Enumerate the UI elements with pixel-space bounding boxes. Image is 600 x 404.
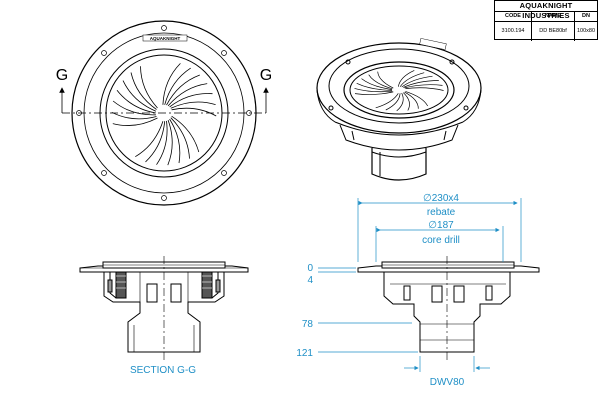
title-block: AQUAKNIGHT INDUSTRIES CODE NAME DN 3100.…	[494, 0, 598, 41]
grate-slot	[385, 93, 401, 111]
section-marker-left: G	[56, 67, 68, 84]
grate-slot	[404, 91, 419, 109]
rebate-dimension-label: rebate	[427, 207, 456, 218]
bolt-holes	[76, 25, 252, 201]
iso-grate-rim	[343, 61, 455, 119]
level-121-label: 121	[296, 348, 313, 359]
grate-slots	[111, 63, 217, 166]
grate-slot	[130, 72, 157, 110]
isometric-view	[316, 38, 482, 181]
core-dimension-label: core drill	[422, 235, 460, 246]
grate-slot	[356, 82, 393, 91]
grate-slot	[368, 74, 393, 90]
grate-slot	[122, 80, 157, 112]
iso-grate-slots	[354, 70, 444, 112]
grate-slot	[171, 107, 217, 117]
section-marker-right: G	[260, 67, 272, 84]
grate-slot	[403, 80, 439, 88]
grate-slot	[377, 71, 394, 89]
grate-slot	[375, 93, 399, 109]
grate-slot	[167, 119, 173, 166]
grate-slot	[166, 74, 200, 106]
plan-view	[71, 20, 257, 206]
title-block-value-row: 3100.194 DD BE80bf 100x80	[495, 22, 597, 41]
grate-slot	[112, 117, 158, 126]
grate-slot	[171, 115, 200, 153]
grate-brand-text: AQUAKNIGHT	[150, 36, 181, 41]
title-block-header-name: NAME	[532, 12, 575, 21]
grate-slot	[135, 121, 164, 158]
section-line	[59, 87, 269, 114]
iso-outlet	[371, 148, 427, 181]
title-block-name: DD BE80bf	[532, 22, 575, 41]
title-block-header-code: CODE	[495, 12, 532, 21]
title-block-dn: 100x80	[576, 28, 596, 34]
grate-slot	[145, 121, 166, 163]
grate-slot	[361, 78, 393, 90]
elevation-view	[357, 256, 540, 360]
level-0-label: 0	[307, 263, 313, 274]
grate-slot	[111, 111, 157, 120]
grate-slot	[404, 84, 443, 89]
title-block-header-row: CODE NAME DN	[495, 12, 597, 22]
title-block-company: AQUAKNIGHT INDUSTRIES	[495, 1, 597, 20]
grate-slot	[170, 101, 216, 109]
core-dimension-value: ∅187	[428, 220, 454, 231]
grate-slot	[354, 91, 394, 95]
grate-slot	[169, 118, 181, 164]
dimension-lines	[318, 198, 522, 372]
level-4-label: 4	[307, 275, 313, 286]
grate-slot	[405, 87, 444, 91]
iso-flange-outer	[316, 42, 482, 134]
section-caption: SECTION G-G	[130, 365, 196, 376]
grate-slot	[164, 67, 191, 105]
grate-slot	[156, 120, 168, 165]
grate-slot	[167, 83, 208, 107]
grate-slot	[396, 92, 404, 112]
grate-slot	[112, 100, 156, 116]
grate-slot	[169, 93, 213, 108]
section-view	[79, 256, 249, 360]
grate-slot	[162, 63, 181, 105]
rebate-dimension-value: ∅230x4	[423, 193, 459, 204]
grate-slot	[401, 75, 433, 88]
outlet-dimension-label: DWV80	[430, 377, 465, 388]
grate-slot	[354, 88, 393, 93]
grate-slot	[403, 92, 410, 111]
grate-slot	[405, 91, 429, 107]
title-block-code: 3100.194	[495, 22, 532, 41]
grate-slot	[399, 72, 425, 87]
grate-slot	[397, 70, 415, 87]
grate-slot	[116, 90, 156, 114]
grate-slot	[140, 66, 158, 109]
level-78-label: 78	[302, 319, 314, 330]
grate-slot	[170, 117, 190, 159]
title-block-header-dn: DN	[582, 13, 590, 19]
